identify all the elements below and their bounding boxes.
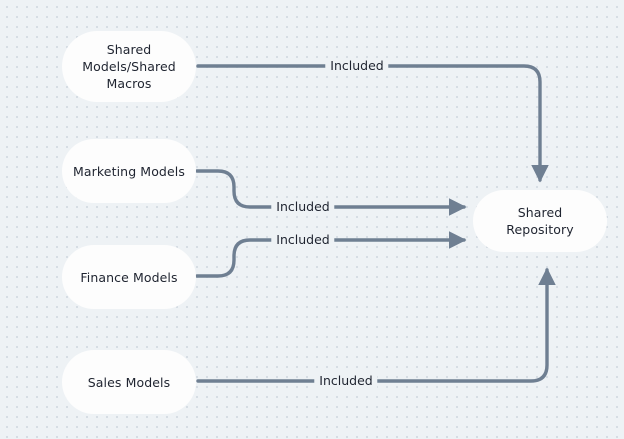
node-shared-models-label: Shared Models/Shared Macros bbox=[82, 42, 176, 91]
edge-finance-to-repo bbox=[195, 231, 467, 278]
node-sales-models[interactable]: Sales Models bbox=[62, 350, 196, 414]
edge-label-marketing-to-repo: Included bbox=[271, 199, 335, 215]
node-shared-repository-label: Shared Repository bbox=[506, 205, 574, 237]
node-finance-models-label: Finance Models bbox=[80, 269, 178, 285]
node-sales-models-label: Sales Models bbox=[87, 374, 171, 390]
edge-sales-to-repo bbox=[196, 267, 556, 383]
edge-label-shared-models-to-repo: Included bbox=[325, 58, 389, 74]
node-marketing-models[interactable]: Marketing Models bbox=[62, 139, 196, 203]
node-marketing-models-label: Marketing Models bbox=[73, 163, 185, 179]
edge-shared-models-to-repo bbox=[196, 64, 549, 183]
edge-label-finance-to-repo: Included bbox=[271, 232, 335, 248]
node-shared-models[interactable]: Shared Models/Shared Macros bbox=[62, 31, 196, 102]
node-shared-repository[interactable]: Shared Repository bbox=[473, 190, 607, 252]
edge-label-sales-to-repo: Included bbox=[314, 373, 378, 389]
edge-marketing-to-repo bbox=[195, 169, 467, 216]
node-finance-models[interactable]: Finance Models bbox=[62, 245, 196, 309]
